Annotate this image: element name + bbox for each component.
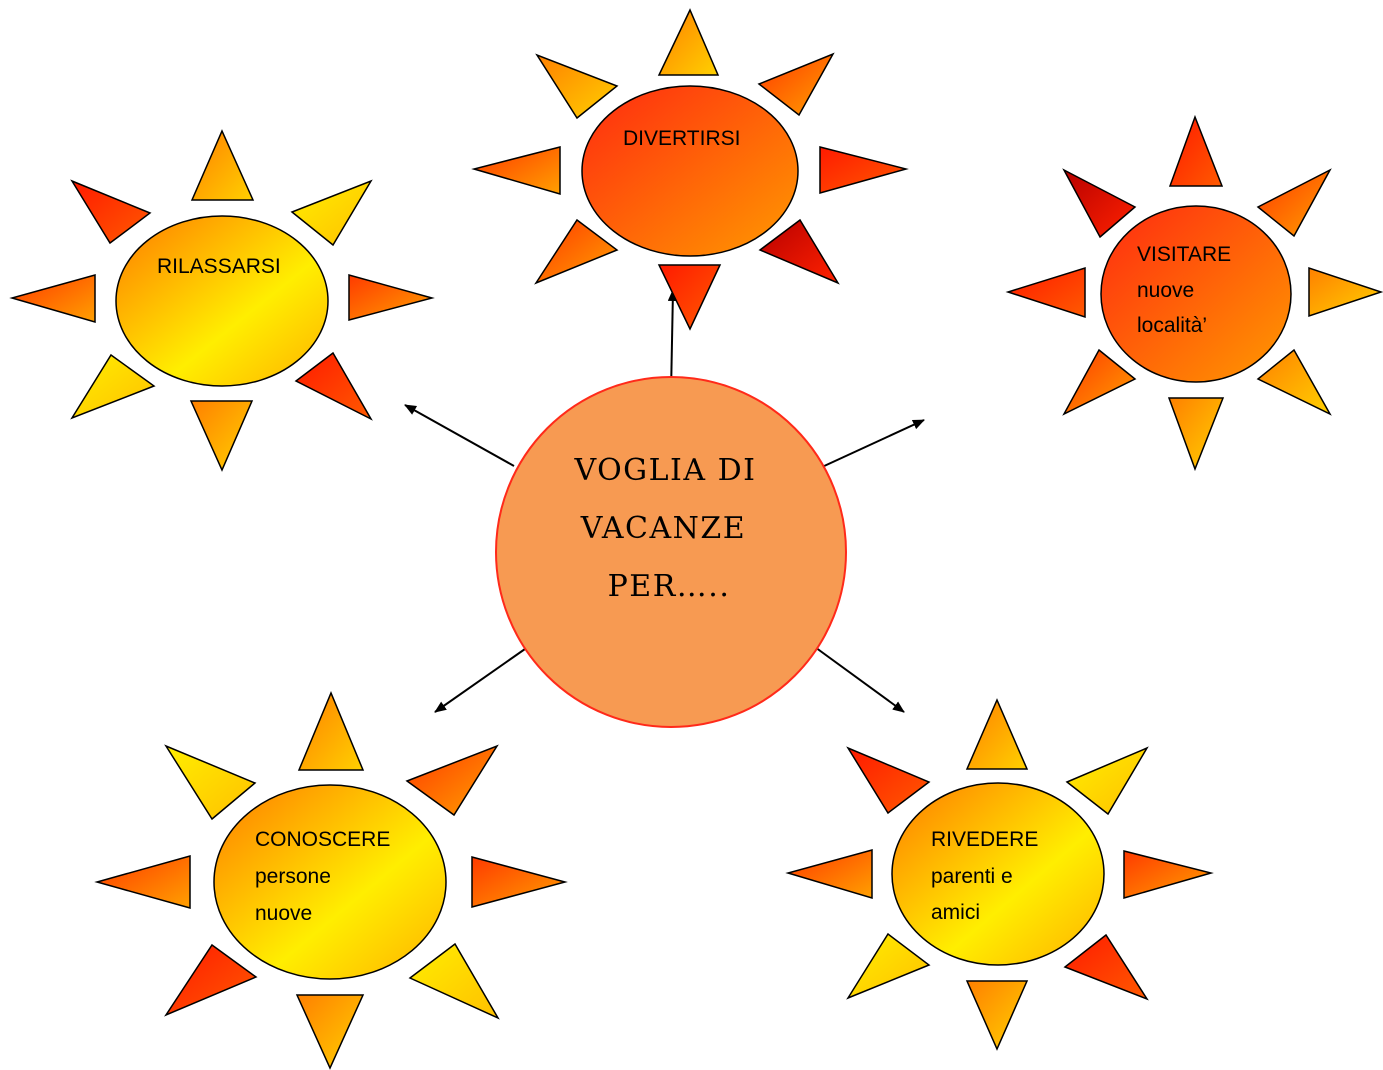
arrow-to-rilassarsi bbox=[404, 404, 515, 467]
sun-label: VISITARE bbox=[1137, 243, 1231, 266]
sun-ray bbox=[295, 994, 365, 1070]
sun-core bbox=[213, 784, 447, 980]
arrow-to-divertirsi bbox=[667, 289, 678, 394]
sun-ray bbox=[1005, 266, 1086, 319]
sun-ray bbox=[1123, 850, 1214, 899]
sun-ray bbox=[657, 8, 720, 76]
sun-ray bbox=[189, 400, 254, 472]
sun-divertirsi: DIVERTIRSI bbox=[471, 8, 909, 331]
sun-rilassarsi: RILASSARSI bbox=[9, 129, 435, 472]
svg-text:Voglia di vacanze: Voglia di vacanze per….. bbox=[573, 453, 767, 604]
sun-ray bbox=[1062, 168, 1137, 239]
sun-rivedere: RIVEDERE parenti e amici bbox=[785, 698, 1214, 1051]
sun-ray bbox=[1168, 114, 1224, 187]
sun-label: località’ bbox=[1137, 314, 1207, 337]
connector-arrows bbox=[404, 289, 925, 713]
sun-ray bbox=[657, 264, 722, 331]
sun-ray bbox=[846, 932, 931, 1000]
arrow-to-rivedere bbox=[807, 641, 905, 713]
sun-core bbox=[891, 782, 1105, 966]
sun-label: DIVERTIRSI bbox=[623, 127, 740, 150]
sun-ray bbox=[757, 52, 835, 117]
sun-ray bbox=[534, 218, 619, 285]
sun-label: nuove bbox=[255, 902, 312, 925]
sun-label: parenti e bbox=[931, 865, 1013, 888]
sun-label: RILASSARSI bbox=[157, 255, 281, 278]
sun-label: amici bbox=[931, 901, 980, 924]
sun-ray bbox=[758, 218, 840, 285]
sun-ray bbox=[846, 746, 931, 815]
sun-ray bbox=[94, 855, 191, 909]
center-title-line: per….. bbox=[608, 569, 731, 604]
sun-ray bbox=[290, 179, 373, 247]
sun-conoscere: CONOSCERE persone nuove bbox=[94, 691, 568, 1070]
sun-ray bbox=[1256, 168, 1332, 238]
sun-visitare: VISITARE nuove località’ bbox=[1005, 114, 1383, 472]
sun-ray bbox=[1167, 397, 1225, 472]
svg-text:CONOSCERE persone: CONOSCERE persone nuove bbox=[255, 828, 396, 925]
sun-ray bbox=[1308, 266, 1383, 318]
sun-label: nuove bbox=[1137, 279, 1194, 302]
sun-ray bbox=[819, 146, 909, 194]
sun-ray bbox=[70, 179, 152, 245]
center-node: Voglia di vacanze per….. bbox=[495, 376, 847, 728]
sun-ray bbox=[1062, 348, 1137, 416]
sun-ray bbox=[1256, 348, 1332, 416]
center-title-line: vacanze bbox=[580, 511, 746, 546]
sun-ray bbox=[190, 129, 255, 201]
sun-core bbox=[1100, 205, 1292, 383]
sun-ray bbox=[348, 274, 435, 321]
sun-ray bbox=[965, 980, 1029, 1051]
arrow-to-visitare bbox=[821, 419, 925, 468]
sun-ray bbox=[408, 942, 500, 1020]
sun-ray bbox=[1063, 933, 1149, 1001]
sun-ray bbox=[9, 274, 96, 323]
center-title-line: Voglia di bbox=[573, 453, 756, 488]
sun-ray bbox=[405, 744, 499, 817]
sun-label: CONOSCERE bbox=[255, 828, 390, 851]
sun-label: persone bbox=[255, 865, 331, 888]
sun-ray bbox=[471, 146, 561, 195]
sun-ray bbox=[471, 856, 568, 908]
sun-ray bbox=[164, 943, 258, 1017]
center-circle bbox=[495, 376, 847, 728]
arrow-to-conoscere bbox=[434, 641, 536, 713]
sun-ray bbox=[535, 53, 619, 120]
sun-core bbox=[115, 215, 329, 387]
svg-text:VISITARE nuove loc: VISITARE nuove località’ bbox=[1137, 243, 1237, 337]
sun-core bbox=[581, 85, 799, 257]
sun-ray bbox=[294, 351, 373, 421]
sun-ray bbox=[965, 698, 1029, 770]
sun-ray bbox=[164, 744, 257, 821]
sun-ray bbox=[785, 849, 873, 900]
sun-label: RIVEDERE bbox=[931, 828, 1038, 851]
sun-ray bbox=[1065, 746, 1149, 816]
svg-text:DIVERTIRSI: DIVERTIRSI bbox=[623, 127, 740, 150]
sun-ray bbox=[70, 353, 156, 420]
sun-ray bbox=[297, 691, 365, 771]
svg-text:RILASSARSI: RILASSARSI bbox=[157, 255, 281, 278]
svg-text:RIVEDERE parenti e: RIVEDERE parenti e amici bbox=[931, 828, 1044, 924]
